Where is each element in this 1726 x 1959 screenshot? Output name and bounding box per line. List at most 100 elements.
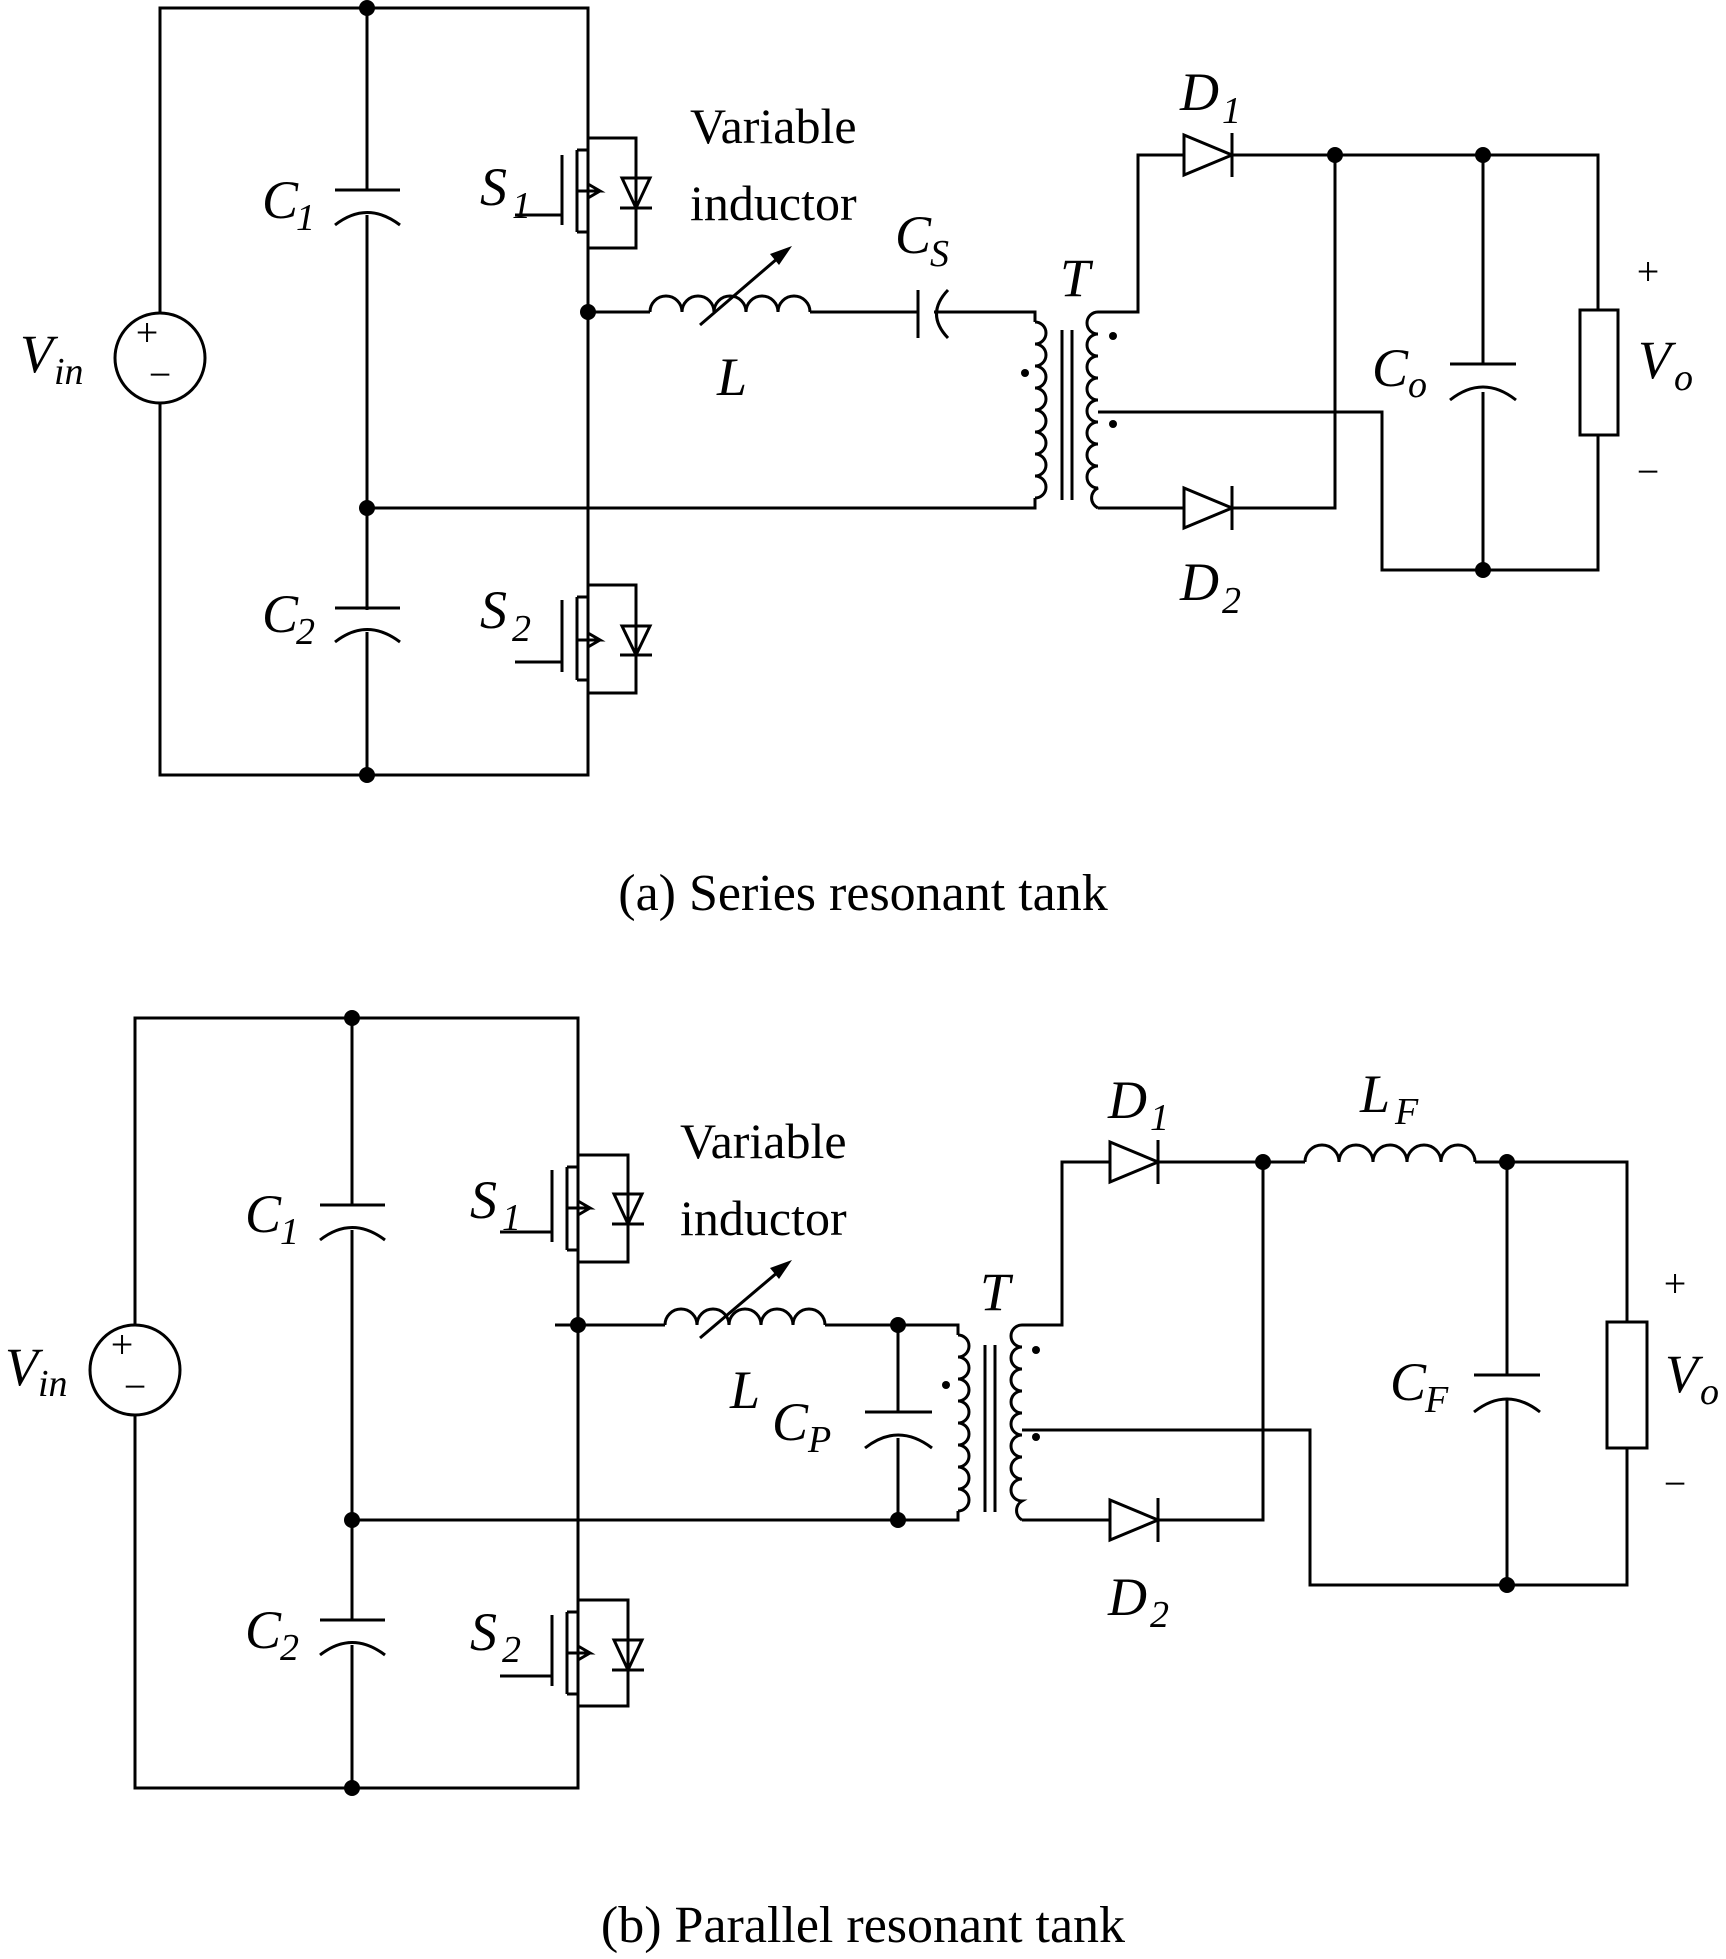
vo-subscript: o <box>1674 357 1693 399</box>
lf-subscript: F <box>1394 1091 1419 1133</box>
cs-wire-right <box>934 310 1037 322</box>
transformer-t <box>1021 310 1117 510</box>
primary-return-wire-b <box>352 1511 960 1522</box>
vo-minus-b: − <box>1664 1461 1687 1506</box>
diode-d2 <box>1182 485 1236 531</box>
switch-s2 <box>515 583 653 695</box>
inductor-label: inductor <box>690 175 857 231</box>
vo-label: V <box>1638 330 1677 390</box>
primary-return-wire <box>367 498 1037 510</box>
center-tap-wire-b <box>1022 1428 1629 1587</box>
vo-plus-b: + <box>1664 1261 1687 1306</box>
variable-inductor-arrowhead <box>770 246 792 265</box>
s1-subscript: 1 <box>512 185 531 227</box>
transformer-t-b <box>942 1323 1040 1522</box>
vo-plus: + <box>1637 249 1660 294</box>
inductor-label-b: inductor <box>680 1190 847 1246</box>
c2-label: C <box>262 584 299 644</box>
diode-d2-b <box>1108 1497 1162 1543</box>
vin-subscript: in <box>54 351 84 393</box>
cp-subscript: P <box>807 1419 831 1461</box>
source-minus: − <box>149 352 172 397</box>
s2-subscript-b: 2 <box>502 1629 521 1671</box>
cf-label: C <box>1390 1352 1427 1412</box>
variable-inductor-arrow-b <box>699 1264 786 1340</box>
c1-label-b: C <box>245 1184 282 1244</box>
output-top-wire <box>1232 153 1600 310</box>
output-top-wire-b <box>1475 1160 1629 1322</box>
variable-label-b: Variable <box>680 1113 847 1169</box>
c1-curve <box>334 211 401 227</box>
variable-inductor-arrow <box>699 250 786 327</box>
d2-cathode-wire-b <box>1158 1162 1265 1522</box>
circuit-parallel-resonant: + − V in C 1 C 2 S 1 S <box>5 1010 1719 1796</box>
load-resistor-b <box>1605 1320 1649 1450</box>
diode-d1-b <box>1108 1139 1162 1185</box>
d2-subscript-b: 2 <box>1150 1594 1169 1636</box>
lf-label: L <box>1359 1064 1390 1124</box>
input-loop-wire <box>158 6 590 777</box>
circuit-series-resonant: + − V in C 1 C 2 S 1 <box>20 0 1693 783</box>
d1-label: D <box>1179 62 1219 122</box>
cp-curve <box>864 1433 933 1450</box>
d2-subscript: 2 <box>1222 580 1241 622</box>
s2-label: S <box>480 580 507 640</box>
s1-label: S <box>480 157 507 217</box>
t-label: T <box>1060 248 1094 308</box>
c1-curve-b <box>319 1226 386 1242</box>
source-plus: + <box>136 310 159 355</box>
diode-d1 <box>1182 132 1236 178</box>
s2-label-b: S <box>470 1602 497 1662</box>
cs-label: C <box>895 205 932 265</box>
d1-label-b: D <box>1107 1070 1147 1130</box>
s2-subscript: 2 <box>512 608 531 650</box>
vo-minus: − <box>1637 449 1660 494</box>
d2-label-b: D <box>1107 1567 1147 1627</box>
cs-curve <box>935 288 950 340</box>
l-label-b: L <box>729 1360 760 1420</box>
caption-parallel: (b) Parallel resonant tank <box>601 1897 1125 1954</box>
cp-wire-top <box>825 1323 960 1335</box>
c2-subscript: 2 <box>296 611 315 653</box>
d2-cathode-wire <box>1232 155 1337 510</box>
co-curve <box>1449 385 1517 402</box>
load-resistor <box>1578 308 1620 437</box>
vin-subscript-b: in <box>38 1363 68 1405</box>
vin-label: V <box>20 324 59 384</box>
cf-curve <box>1473 1397 1541 1414</box>
co-subscript: o <box>1408 364 1427 406</box>
co-label: C <box>1372 338 1409 398</box>
center-tap-wire <box>1098 410 1600 572</box>
source-minus-b: − <box>124 1364 147 1409</box>
source-plus-b: + <box>111 1322 134 1367</box>
s1-subscript-b: 1 <box>502 1197 521 1239</box>
caption-series: (a) Series resonant tank <box>618 865 1107 922</box>
variable-inductor-coil-b <box>663 1307 827 1326</box>
vin-label-b: V <box>5 1337 44 1397</box>
c2-label-b: C <box>245 1600 282 1660</box>
s1-label-b: S <box>470 1170 497 1230</box>
l-label: L <box>716 347 747 407</box>
variable-inductor-coil <box>648 294 812 313</box>
voltage-source <box>113 311 207 405</box>
switch-s1 <box>515 136 653 250</box>
cs-subscript: S <box>930 233 949 275</box>
vo-label-b: V <box>1665 1344 1704 1404</box>
switch-s1-b <box>500 1153 645 1264</box>
t-label-b: T <box>980 1262 1014 1322</box>
c2-curve-b <box>319 1641 386 1657</box>
cp-label: C <box>772 1392 809 1452</box>
variable-inductor-arrowhead-b <box>770 1260 792 1279</box>
input-loop-wire-b <box>133 1016 580 1790</box>
c1-subscript-b: 1 <box>280 1211 299 1253</box>
d1-subscript: 1 <box>1222 90 1241 132</box>
lf-coil <box>1303 1143 1477 1163</box>
c2-curve <box>334 628 401 644</box>
variable-label: Variable <box>690 98 857 154</box>
d2-label: D <box>1179 552 1219 612</box>
c1-label: C <box>262 170 299 230</box>
secondary-top-wire <box>1098 153 1184 314</box>
c1-subscript: 1 <box>296 197 315 239</box>
c2-subscript-b: 2 <box>280 1627 299 1669</box>
switch-s2-b <box>500 1598 645 1708</box>
